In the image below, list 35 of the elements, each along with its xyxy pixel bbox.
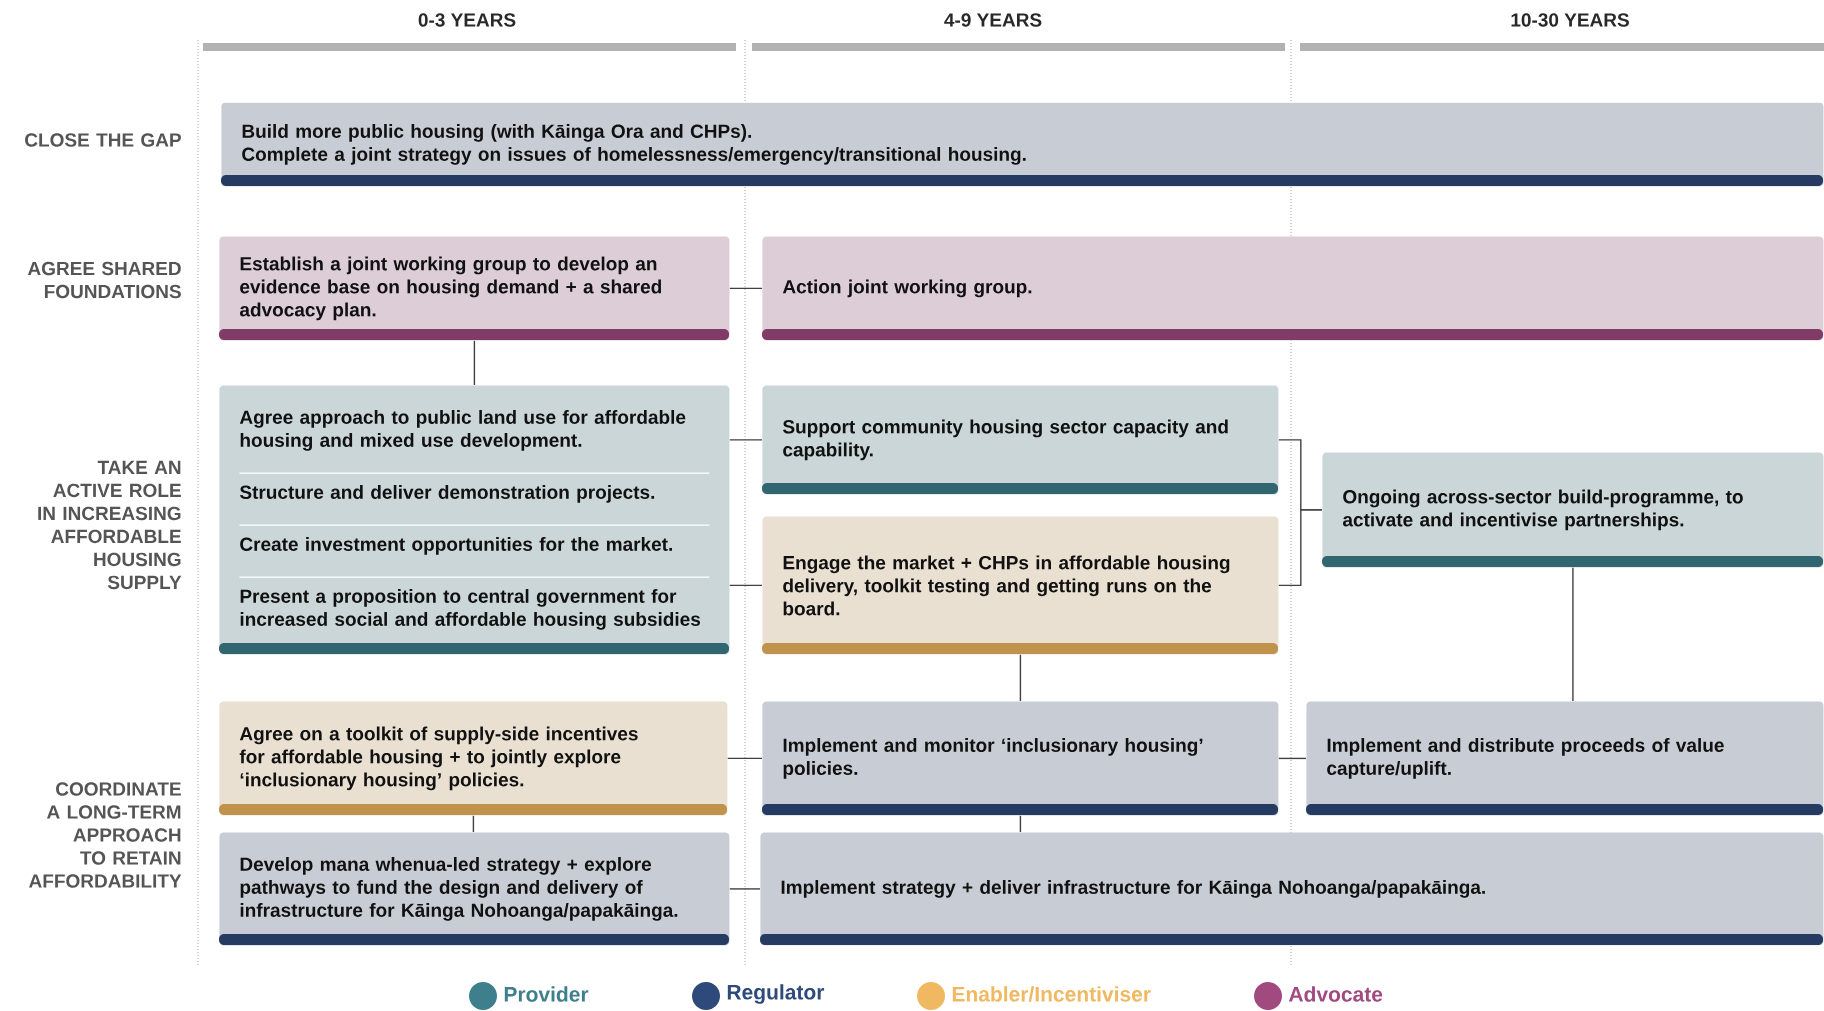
- row-heading: TAKE AN ACTIVE ROLE IN INCREASING AFFORDABLE HOUSING SUPPLY: [38, 460, 182, 590]
- connector-line: [1278, 509, 1323, 587]
- legend-label: Regulator: [727, 984, 825, 1004]
- connector-line: [1572, 567, 1574, 702]
- task-box: Build more public housing (with Kāinga Ora and CHPs). Complete a joint strategy on issues of homelessness/emergency/transitional housing.: [221, 102, 1824, 187]
- row-heading: CLOSE THE GAP: [25, 133, 181, 147]
- legend-label: Advocate: [1288, 986, 1383, 1002]
- task-box: Implement strategy + deliver infrastructure for Kāinga Nohoanga/papakāinga.: [760, 832, 1824, 946]
- column-heading: 4-9 YEARS: [944, 13, 1042, 27]
- connector-line: [729, 888, 761, 890]
- column-heading: 0-3 YEARS: [418, 13, 516, 27]
- task-box: Develop mana whenua-led strategy + explore pathways to fund the design and delivery of infrastructure for Kāinga Nohoanga/papakāinga.: [219, 832, 730, 946]
- task-box: Engage the market + CHPs in affordable housing delivery, toolkit testing and getting runs on the board.: [762, 516, 1279, 655]
- connector-line: [729, 584, 763, 587]
- task-box: Agree approach to public land use for affordable housing and mixed use development. Structure and deliver demonstration projects. Create investment opportunities for the market. Present a proposition to central government for increased social and affordable housing subsidies: [219, 385, 730, 655]
- column-heading: 10-30 YEARS: [1511, 13, 1629, 27]
- task-box: Support community housing sector capacity and capability.: [762, 385, 1279, 495]
- task-box: Agree on a toolkit of supply-side incentives for affordable housing + to jointly explore ‘inclusionary housing’ policies.: [219, 701, 728, 816]
- row-heading: COORDINATE A LONG-TERM APPROACH TO RETAIN AFFORDABILITY: [29, 782, 182, 888]
- connector-line: [727, 757, 763, 760]
- row-heading: AGREE SHARED FOUNDATIONS: [27, 261, 181, 299]
- connector-line: [729, 287, 763, 290]
- connector-line: [1019, 815, 1022, 833]
- task-box: Implement and distribute proceeds of value capture/uplift.: [1306, 701, 1824, 816]
- connector-line: [729, 439, 763, 441]
- task-box: Establish a joint working group to develop an evidence base on housing demand + a shared advocacy plan.: [219, 236, 730, 341]
- connector-line: [1019, 654, 1022, 702]
- task-box: Implement and monitor ‘inclusionary housing’ policies.: [762, 701, 1279, 816]
- connector-line: [473, 340, 476, 386]
- legend-label: Enabler/Incentiviser: [952, 986, 1151, 1002]
- connector-line: [1278, 757, 1307, 760]
- task-box: Ongoing across-sector build-programme, to activate and incentivise partnerships.: [1322, 452, 1824, 568]
- connector-line: [472, 815, 475, 833]
- legend-label: Provider: [504, 986, 589, 1002]
- task-box: Action joint working group.: [762, 236, 1824, 341]
